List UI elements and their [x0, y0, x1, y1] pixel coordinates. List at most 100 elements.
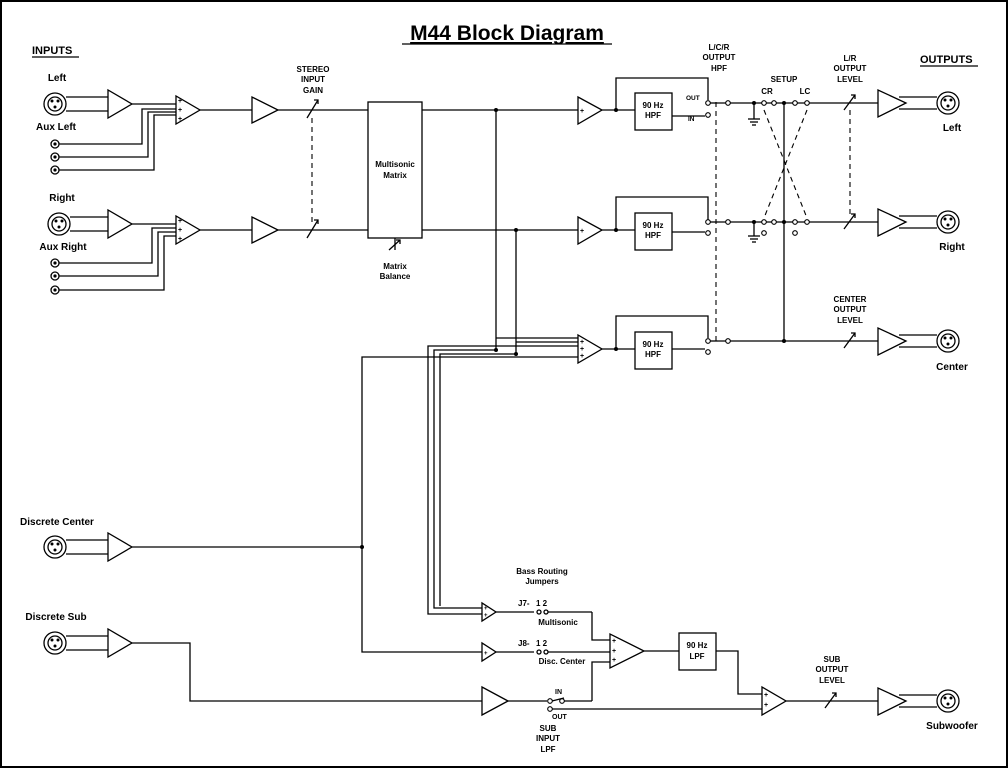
svg-text:+: +: [178, 98, 182, 105]
left-input-chain: + + +: [59, 88, 368, 171]
svg-text:+: +: [178, 236, 182, 243]
discrete-center-chain: [66, 356, 578, 653]
sub-output-level-control[interactable]: SUB OUTPUT LEVEL: [816, 655, 849, 709]
svg-text:+: +: [580, 108, 584, 115]
discrete-sub-chain: [66, 627, 547, 717]
setup-switch-block[interactable]: SETUP CR LC: [718, 75, 878, 344]
svg-text:+: +: [612, 657, 616, 664]
output-left-label: Left: [943, 123, 962, 134]
xlr-output-right-icon: [936, 210, 960, 234]
svg-text:+: +: [178, 227, 182, 234]
svg-text:90 Hz: 90 Hz: [643, 101, 664, 110]
svg-text:LEVEL: LEVEL: [837, 75, 863, 84]
input-aux-right-label: Aux Right: [39, 242, 87, 253]
svg-text:+: +: [612, 648, 616, 655]
bass-routing-jumpers[interactable]: Bass Routing Jumpers + + J7- 1 2 Multison…: [481, 567, 610, 666]
svg-text:+: +: [580, 353, 584, 360]
svg-text:+: +: [764, 702, 768, 709]
center-output-stage: +++ 90 Hz HPF: [577, 315, 709, 370]
svg-text:LEVEL: LEVEL: [819, 676, 845, 685]
svg-text:LPF: LPF: [540, 745, 555, 754]
svg-text:+: +: [580, 228, 584, 235]
svg-text:1 2: 1 2: [536, 599, 548, 608]
svg-text:OUT: OUT: [552, 714, 568, 721]
svg-text:CENTER: CENTER: [834, 295, 867, 304]
svg-text:SUB: SUB: [824, 655, 841, 664]
stereo-input-gain-control[interactable]: STEREO INPUT GAIN: [297, 65, 330, 239]
sub-input-lpf-switch[interactable]: IN OUT SUB INPUT LPF: [536, 661, 762, 754]
svg-text:CR: CR: [761, 87, 773, 96]
xlr-output-subwoofer-icon: [936, 689, 960, 713]
svg-text:Multisonic: Multisonic: [538, 618, 578, 627]
svg-text:STEREO: STEREO: [297, 65, 330, 74]
svg-text:LEVEL: LEVEL: [837, 316, 863, 325]
svg-text:Disc. Center: Disc. Center: [539, 657, 586, 666]
lcr-output-hpf-switch[interactable]: L/C/R OUTPUT HPF: [703, 43, 736, 355]
xlr-output-left-icon: [936, 91, 960, 115]
xlr-output-center-icon: [936, 329, 960, 353]
svg-text:Matrix: Matrix: [383, 262, 407, 271]
svg-text:J8-: J8-: [518, 639, 530, 648]
svg-text:SUB: SUB: [540, 724, 557, 733]
svg-text:+: +: [484, 613, 488, 619]
input-left-label: Left: [48, 73, 67, 84]
svg-text:OUT: OUT: [686, 95, 700, 102]
svg-text:+: +: [580, 339, 584, 346]
svg-text:HPF: HPF: [645, 350, 661, 359]
left-output-stage: + 90 Hz HPF OUT IN: [577, 77, 709, 131]
svg-text:+: +: [612, 638, 616, 645]
svg-text:+: +: [484, 651, 488, 657]
svg-text:GAIN: GAIN: [303, 86, 323, 95]
svg-text:OUTPUT: OUTPUT: [703, 53, 736, 62]
svg-text:Matrix: Matrix: [383, 171, 407, 180]
inputs-heading: INPUTS: [32, 45, 72, 57]
svg-text:LC: LC: [800, 87, 811, 96]
input-discrete-sub-label: Discrete Sub: [25, 612, 86, 623]
svg-text:INPUT: INPUT: [301, 75, 325, 84]
rca-aux-right-icon: [50, 258, 60, 295]
svg-text:L/R: L/R: [844, 54, 857, 63]
svg-text:+: +: [178, 218, 182, 225]
svg-text:1 2: 1 2: [536, 639, 548, 648]
svg-text:HPF: HPF: [645, 111, 661, 120]
svg-text:OUTPUT: OUTPUT: [834, 305, 867, 314]
svg-text:+: +: [764, 692, 768, 699]
svg-text:J7-: J7-: [518, 599, 530, 608]
svg-text:SETUP: SETUP: [771, 75, 798, 84]
right-output-stage: + 90 Hz HPF: [577, 196, 709, 251]
xlr-input-discrete-sub-icon: [43, 631, 67, 655]
input-discrete-center-label: Discrete Center: [20, 517, 94, 528]
svg-text:+: +: [178, 107, 182, 114]
xlr-input-left-icon: [43, 92, 67, 116]
svg-text:Multisonic: Multisonic: [375, 160, 415, 169]
svg-text:OUTPUT: OUTPUT: [816, 665, 849, 674]
svg-text:+: +: [580, 346, 584, 353]
lr-output-level-control[interactable]: L/R OUTPUT LEVEL: [834, 54, 867, 230]
svg-text:Jumpers: Jumpers: [525, 577, 559, 586]
svg-text:Bass Routing: Bass Routing: [516, 567, 568, 576]
svg-text:IN: IN: [688, 116, 695, 123]
sub-lpf-block: 90 Hz LPF: [678, 632, 762, 695]
xlr-input-right-icon: [47, 212, 71, 236]
svg-text:90 Hz: 90 Hz: [643, 340, 664, 349]
svg-text:90 Hz: 90 Hz: [643, 221, 664, 230]
svg-text:OUTPUT: OUTPUT: [834, 64, 867, 73]
svg-text:Balance: Balance: [380, 272, 411, 281]
matrix-balance-control[interactable]: Matrix Balance: [380, 238, 411, 281]
outputs-heading: OUTPUTS: [920, 54, 973, 66]
output-subwoofer-label: Subwoofer: [926, 721, 978, 732]
svg-text:+: +: [178, 116, 182, 123]
output-right-label: Right: [939, 242, 965, 253]
svg-text:HPF: HPF: [645, 231, 661, 240]
output-center-label: Center: [936, 362, 968, 373]
svg-text:L/C/R: L/C/R: [709, 43, 730, 52]
input-right-label: Right: [49, 193, 75, 204]
svg-text:IN: IN: [555, 689, 562, 696]
page-title: M44 Block Diagram: [410, 22, 604, 45]
right-input-chain: + + +: [59, 208, 368, 291]
center-output-level-control[interactable]: CENTER OUTPUT LEVEL: [834, 295, 867, 349]
input-aux-left-label: Aux Left: [36, 122, 77, 133]
xlr-input-discrete-center-icon: [43, 535, 67, 559]
